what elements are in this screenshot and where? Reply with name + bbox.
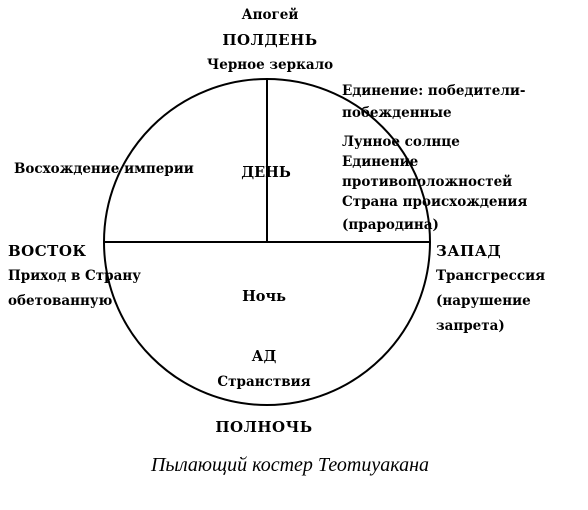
unity-label: Единение — [342, 154, 419, 170]
promised-land-line2: обетованную — [8, 293, 113, 309]
unity-defeated-label: побежденные — [342, 105, 452, 121]
apogee-label: Апогей — [241, 7, 299, 23]
midnight-label: ПОЛНОЧЬ — [215, 418, 313, 436]
violation-label: (нарушение — [436, 293, 531, 309]
night-label: Ночь — [242, 288, 286, 305]
opposites-label: противоположностей — [342, 174, 513, 190]
rise-of-empire-label: Восхождение империи — [14, 161, 194, 177]
noon-label: ПОЛДЕНЬ — [222, 31, 318, 49]
east-label: ВОСТОК — [8, 242, 87, 260]
unity-victors-label: Единение: победители- — [342, 83, 526, 99]
prohibition-label: запрета) — [436, 318, 505, 334]
west-label: ЗАПАД — [436, 242, 502, 260]
hell-label: АД — [251, 348, 277, 365]
promised-land-line1: Приход в Страну — [8, 268, 141, 284]
lunar-sun-label: Лунное солнце — [342, 134, 460, 150]
wanderings-label: Странствия — [217, 374, 311, 390]
day-label: ДЕНЬ — [241, 164, 291, 181]
transgression-label: Трансгрессия — [436, 268, 546, 284]
figure-caption: Пылающий костер Теотиуакана — [150, 454, 430, 476]
ancestral-homeland-label: (прародина) — [342, 217, 439, 233]
black-mirror-label: Черное зеркало — [206, 57, 334, 73]
land-of-origin-label: Страна происхождения — [342, 194, 528, 210]
